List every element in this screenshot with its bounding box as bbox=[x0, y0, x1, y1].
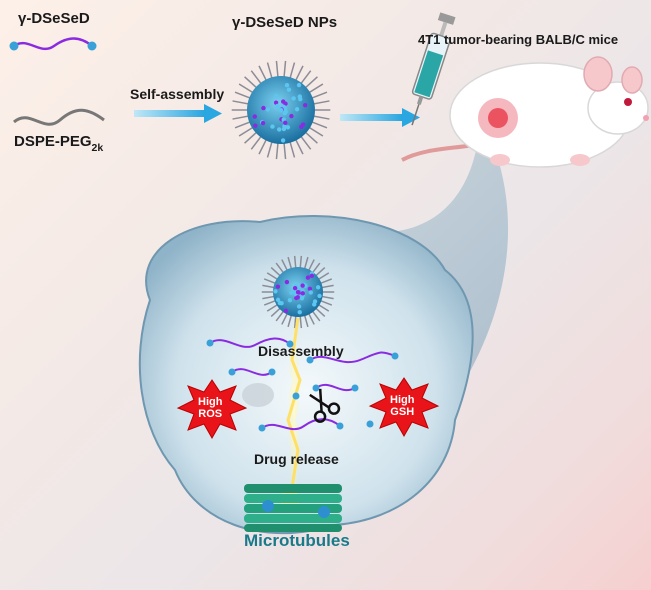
dspe-peg-text: DSPE-PEG bbox=[14, 133, 92, 150]
vesicle bbox=[242, 383, 274, 407]
dseseD-label: γ-DSeSeD bbox=[18, 10, 90, 27]
drug-release-label: Drug release bbox=[254, 451, 339, 467]
high-gsh-label: High GSH bbox=[390, 394, 414, 418]
nanoparticle-icon bbox=[232, 61, 331, 159]
dseseD-molecule-icon bbox=[10, 39, 97, 51]
nanoparticles-label: γ-DSeSeD NPs bbox=[232, 14, 337, 31]
delivery-arrow-icon bbox=[340, 108, 420, 127]
high-ros-label: High ROS bbox=[198, 396, 222, 420]
high-gsh-line1: High bbox=[390, 394, 414, 406]
dspe-peg-subscript: 2k bbox=[92, 142, 104, 154]
disassembly-label: Disassembly bbox=[258, 343, 344, 359]
high-gsh-line2: GSH bbox=[390, 406, 414, 418]
microtubules-label: Microtubules bbox=[244, 531, 350, 551]
self-assembly-arrow-icon bbox=[134, 104, 222, 123]
syringe-icon bbox=[403, 12, 458, 129]
dspe-peg-label: DSPE-PEG2k bbox=[14, 133, 103, 150]
high-ros-line2: ROS bbox=[198, 408, 222, 420]
microtubule-icon bbox=[244, 484, 342, 532]
dspe-peg-molecule-icon bbox=[14, 110, 104, 124]
high-ros-line1: High bbox=[198, 396, 222, 408]
self-assembly-label: Self-assembly bbox=[130, 86, 224, 102]
mice-label: 4T1 tumor-bearing BALB/C mice bbox=[418, 32, 618, 47]
